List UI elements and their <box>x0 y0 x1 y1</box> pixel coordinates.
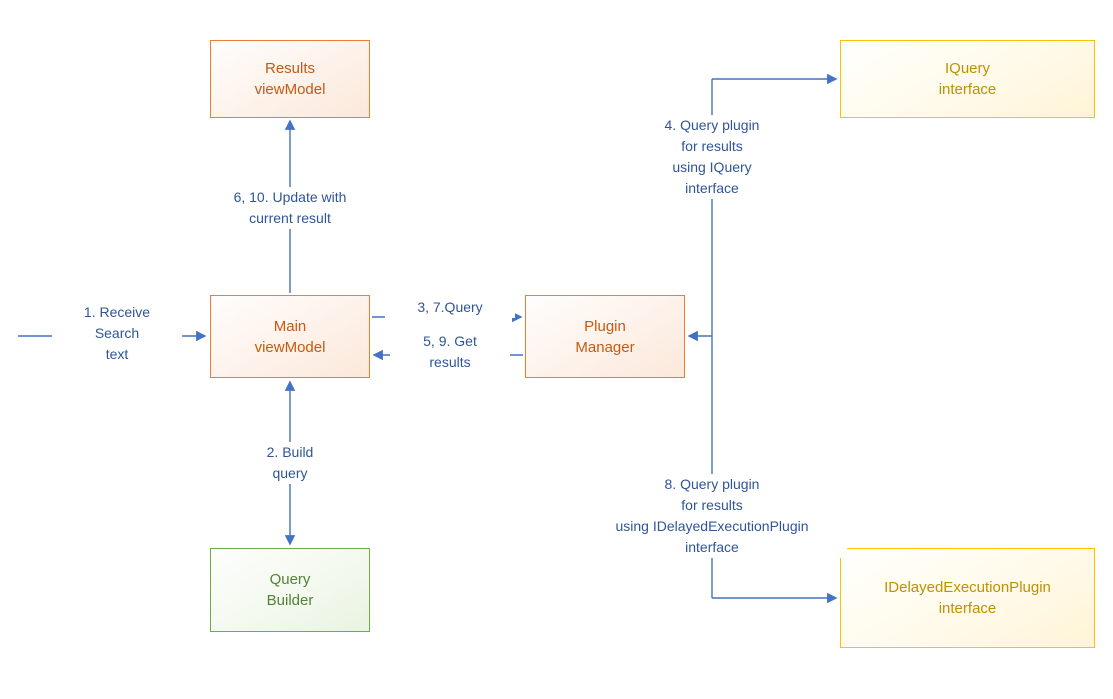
node-query-builder: Query Builder <box>210 548 370 632</box>
node-main-viewmodel: Main viewModel <box>210 295 370 378</box>
node-main-viewmodel-label: Main viewModel <box>254 317 326 356</box>
node-plugin-manager-label: Plugin Manager <box>575 317 635 356</box>
node-query-builder-label: Query Builder <box>266 571 314 609</box>
edge-label-update-current-result: 6, 10. Update with current result <box>195 187 385 229</box>
node-results-viewmodel-label: Results viewModel <box>254 60 326 98</box>
node-iquery-interface-label: IQuery interface <box>938 60 997 98</box>
edge-label-build-query: 2. Build query <box>230 442 350 484</box>
node-results-viewmodel: Results viewModel <box>210 40 370 118</box>
node-plugin-manager: Plugin Manager <box>525 295 685 378</box>
edge-label-query-plugin-idelayed: 8. Query plugin for results using IDelay… <box>577 474 847 558</box>
edge-label-receive-search: 1. Receive Search text <box>52 302 182 365</box>
node-idelayedexecutionplugin-interface-label: IDelayedExecutionPlugin interface <box>884 579 1051 617</box>
edge-label-query-plugin-iquery: 4. Query plugin for results using IQuery… <box>612 115 812 199</box>
node-idelayedexecutionplugin-interface: IDelayedExecutionPlugin interface <box>840 548 1095 648</box>
edge-label-get-results: 5, 9. Get results <box>390 331 510 373</box>
edge-label-query: 3, 7.Query <box>385 297 515 318</box>
node-iquery-interface: IQuery interface <box>840 40 1095 118</box>
